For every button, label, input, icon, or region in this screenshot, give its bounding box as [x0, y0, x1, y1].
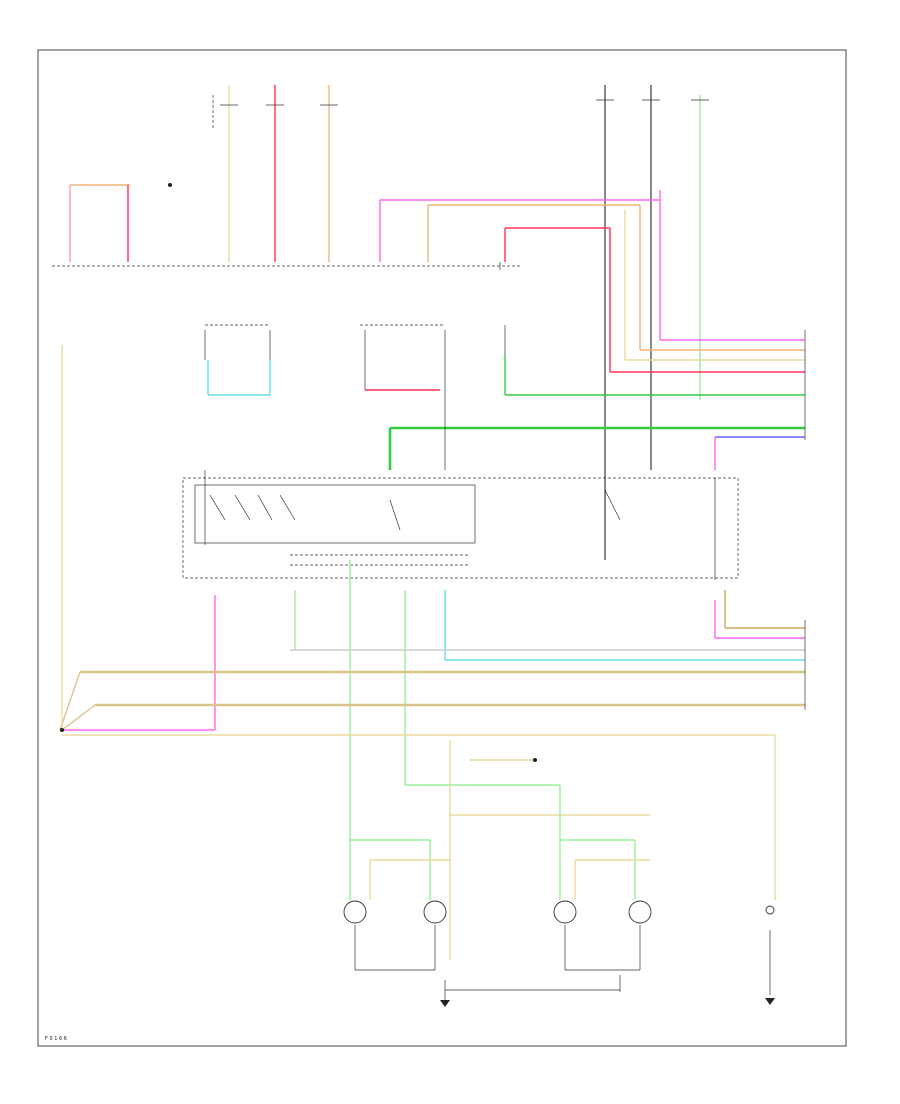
lamp-1: [343, 900, 367, 924]
lamp-3: [553, 900, 577, 924]
diagram-frame: [37, 49, 847, 1047]
indicator-lamp: [765, 905, 775, 915]
connector-row: [52, 199, 660, 270]
upper-switch-groups: [204, 324, 506, 470]
ground-icon-right: [765, 998, 775, 1005]
footer-code: F 0 1 6 6: [45, 1036, 67, 1042]
top-fuse-feeds: [212, 85, 709, 560]
headlamp-switch-assembly: [182, 470, 739, 580]
right-bus: [388, 190, 806, 470]
lower-bus: [59, 345, 806, 840]
ground-icon: [440, 1000, 450, 1007]
lamp-2: [423, 900, 447, 924]
lamp-circuit: [343, 735, 776, 1007]
headlamp-feed: [69, 183, 172, 262]
lamp-4: [628, 900, 652, 924]
